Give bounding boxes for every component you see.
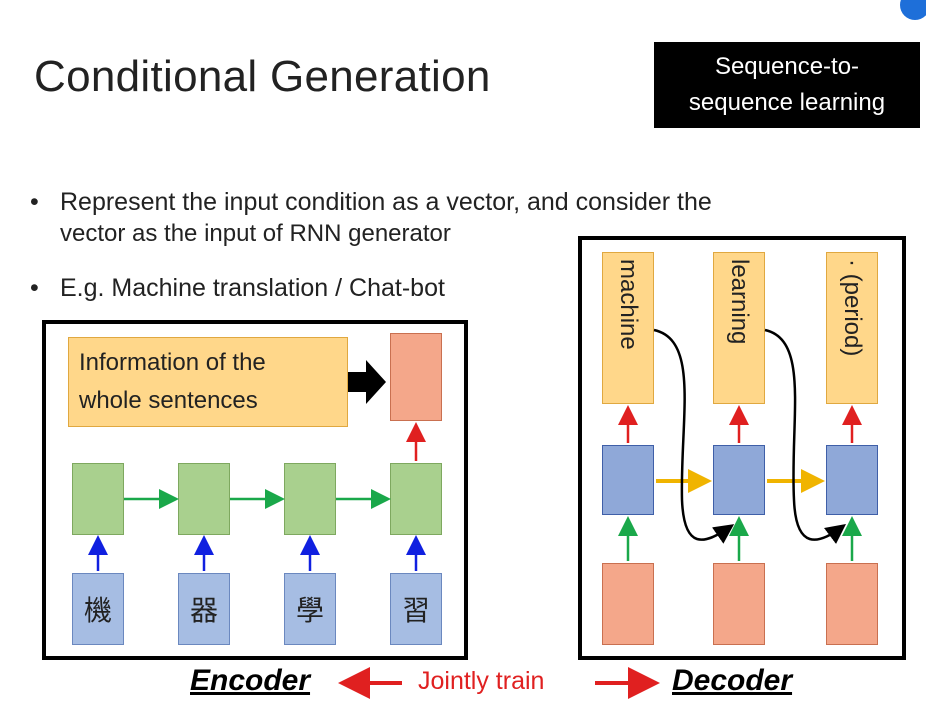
bullet-1: • Represent the input condition as a vec… — [30, 186, 880, 256]
bullet-dot: • — [30, 188, 39, 216]
bullet-2-line-1: E.g. Machine translation / Chat-bot — [60, 274, 445, 302]
info-box: Information of the whole sentences — [68, 337, 348, 427]
tag-line-1: Sequence-to- — [714, 53, 860, 80]
output-word-box-3: · (period) — [826, 252, 878, 404]
jointly-train-label: Jointly train — [418, 667, 545, 695]
feedback-arrow-2 — [764, 328, 847, 544]
bullet-2: • E.g. Machine translation / Chat-bot — [30, 272, 570, 306]
input-char-2: 器 — [178, 573, 230, 645]
info-line-1: Information of the — [79, 349, 266, 376]
decoder-input-3 — [826, 563, 878, 645]
context-vector — [390, 333, 442, 421]
input-char-4: 習 — [390, 573, 442, 645]
feedback-arrow-1 — [653, 328, 735, 544]
decoder-hidden-state-1 — [602, 445, 654, 515]
bullet-dot: • — [30, 274, 39, 302]
encoder-hidden-state-3 — [284, 463, 336, 535]
input-char-1: 機 — [72, 573, 124, 645]
tag-line-2: sequence learning — [688, 89, 886, 116]
output-word-box-1: machine — [602, 252, 654, 404]
encoder-hidden-state-1 — [72, 463, 124, 535]
encoder-hidden-state-2 — [178, 463, 230, 535]
bullet-1-line-2: vector as the input of RNN generator — [60, 220, 451, 247]
decoder-input-2 — [713, 563, 765, 645]
decoder-label: Decoder — [672, 664, 793, 697]
decoder-hidden-state-3 — [826, 445, 878, 515]
info-line-2: whole sentences — [79, 387, 258, 414]
encoder-label: Encoder — [190, 664, 311, 697]
corner-badge-icon — [900, 0, 926, 20]
decoder-hidden-state-2 — [713, 445, 765, 515]
output-word-box-2: learning — [713, 252, 765, 404]
info-to-vector-arrow-icon — [348, 360, 386, 404]
input-char-3: 學 — [284, 573, 336, 645]
decoder-input-1 — [602, 563, 654, 645]
seq2seq-tag: Sequence-to- sequence learning — [654, 42, 920, 128]
page-title: Conditional Generation — [34, 52, 491, 101]
bullet-1-line-1: Represent the input condition as a vecto… — [60, 188, 712, 216]
